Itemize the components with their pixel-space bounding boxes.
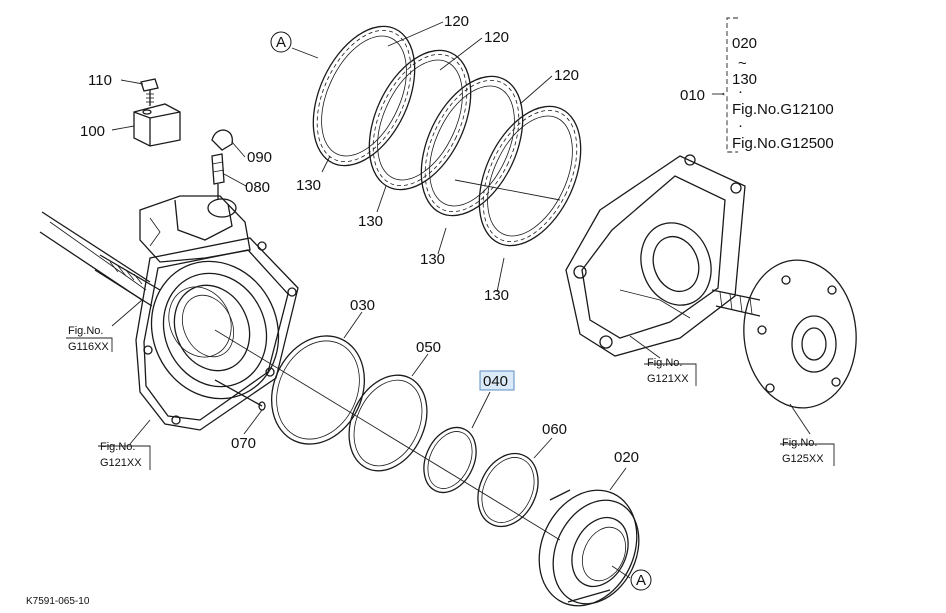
o-ring-050 — [348, 374, 428, 472]
part-110-bolt — [140, 78, 159, 106]
part-020-piston — [538, 489, 640, 607]
o-ring-040 — [423, 426, 477, 494]
callout-060[interactable]: 060 — [542, 421, 567, 438]
figref-g116-line1[interactable]: Fig.No. — [68, 325, 103, 337]
figref-g121-left-line1[interactable]: Fig.No. — [100, 441, 135, 453]
callout-050[interactable]: 050 — [416, 339, 441, 356]
callout-010[interactable]: 010 — [680, 87, 705, 104]
figref-g121-right-line2[interactable]: G121XX — [647, 373, 689, 385]
range-to[interactable]: 130 — [732, 71, 757, 88]
part-090-cap — [211, 129, 233, 151]
clutch-disc-stack — [312, 25, 582, 247]
marker-a-bottom-label: A — [636, 572, 646, 589]
figref-g125-line1[interactable]: Fig.No. — [782, 437, 817, 449]
callout-020[interactable]: 020 — [614, 449, 639, 466]
o-ring-060 — [477, 452, 539, 528]
output-flange — [711, 259, 857, 409]
callout-120-first[interactable]: 120 — [444, 13, 469, 30]
figref-g121-right-line1[interactable]: Fig.No. — [647, 357, 682, 369]
left-housing-assembly — [39, 195, 299, 431]
callout-130-second[interactable]: 130 — [358, 213, 383, 230]
range-from[interactable]: 020 — [732, 35, 757, 52]
range-ref-g12500[interactable]: Fig.No.G12500 — [732, 135, 834, 152]
range-bracket — [720, 17, 738, 153]
range-dot-1: · — [738, 83, 743, 100]
range-dot-2: · — [738, 117, 743, 134]
marker-a-top: A — [270, 31, 292, 53]
marker-a-bottom: A — [630, 569, 652, 591]
callout-090[interactable]: 090 — [247, 149, 272, 166]
callout-110[interactable]: 110 — [88, 72, 112, 89]
assembly-axis-line — [214, 329, 561, 541]
part-100-block — [133, 103, 181, 147]
callout-080[interactable]: 080 — [245, 179, 270, 196]
callout-130-fourth[interactable]: 130 — [484, 287, 509, 304]
callout-030[interactable]: 030 — [350, 297, 375, 314]
callout-120-third[interactable]: 120 — [554, 67, 579, 84]
callout-120-second[interactable]: 120 — [484, 29, 509, 46]
callout-130-first[interactable]: 130 — [296, 177, 321, 194]
range-ref-g12100[interactable]: Fig.No.G12100 — [732, 101, 834, 118]
drawing-code: K7591-065-10 — [26, 596, 90, 607]
figref-g125-line2[interactable]: G125XX — [782, 453, 824, 465]
right-case-housing — [565, 154, 746, 357]
marker-a-top-label: A — [276, 34, 286, 51]
callout-070[interactable]: 070 — [231, 435, 256, 452]
figref-g116-line2[interactable]: G116XX — [68, 341, 109, 353]
callout-040-highlight — [479, 370, 515, 391]
part-080-fitting — [211, 153, 225, 200]
figure-ref-frames — [66, 337, 835, 470]
callout-130-third[interactable]: 130 — [420, 251, 445, 268]
range-tilde: ~ — [738, 55, 747, 72]
figref-g121-left-line2[interactable]: G121XX — [100, 457, 142, 469]
callout-100[interactable]: 100 — [80, 123, 105, 140]
o-ring-030 — [270, 335, 366, 445]
callout-040[interactable]: 040 — [483, 373, 508, 390]
leader-lines — [111, 21, 811, 579]
